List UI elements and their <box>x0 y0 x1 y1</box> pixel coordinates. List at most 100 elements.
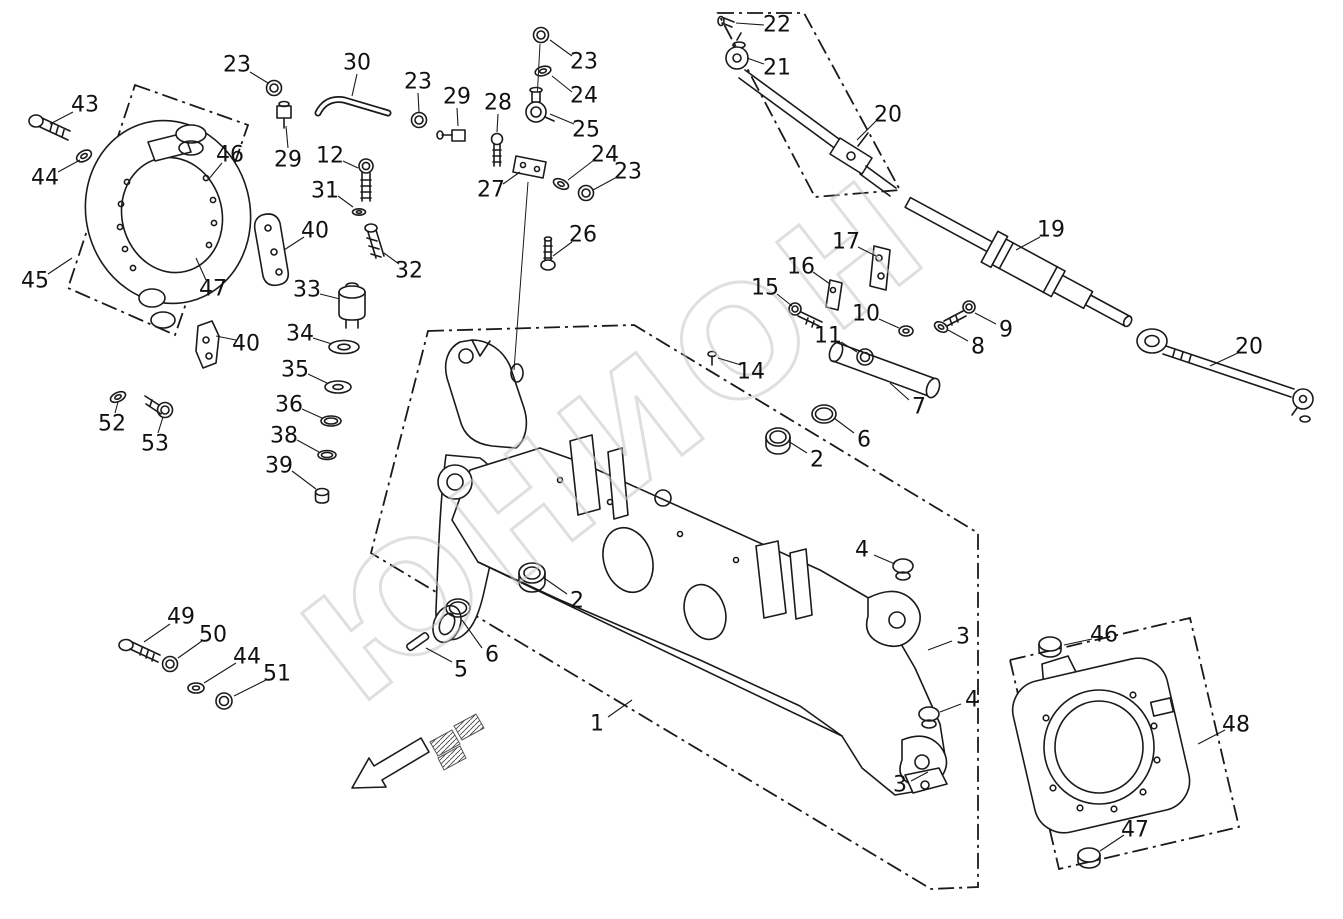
bolt-holes <box>1042 691 1161 813</box>
part-number: 6 <box>485 643 499 668</box>
washer-34 <box>328 339 360 355</box>
ring-6-left <box>445 598 471 618</box>
part-label-46-59: 46 <box>1063 623 1118 648</box>
part-label-52-29: 52 <box>98 401 126 437</box>
part-label-38-27: 38 <box>270 424 320 453</box>
leader-line <box>461 619 483 649</box>
part-label-36-26: 36 <box>275 393 323 419</box>
part-number: 40 <box>232 332 260 357</box>
part-label-24-9: 24 <box>551 75 598 109</box>
part-label-10-38: 10 <box>852 302 900 329</box>
part-number: 36 <box>275 393 303 418</box>
assembly-axis-line-25 <box>536 43 541 101</box>
bushing-2-left <box>518 562 546 593</box>
part-label-46-15: 46 <box>207 143 244 181</box>
cap-4-upper <box>892 558 914 574</box>
leader-line <box>873 554 896 565</box>
part-number: 2 <box>570 589 584 614</box>
part-number: 51 <box>263 662 291 687</box>
part-number: 27 <box>477 178 505 203</box>
leader-line <box>351 73 358 97</box>
part-number: 47 <box>1121 818 1149 843</box>
part-number: 12 <box>316 144 344 169</box>
leader-line <box>592 176 618 191</box>
part-label-43-0: 43 <box>49 93 99 125</box>
part-number: 15 <box>751 276 779 301</box>
part-number: 25 <box>572 118 600 143</box>
leader-line <box>425 647 453 663</box>
nut-23-a <box>265 79 283 97</box>
washer-35 <box>324 380 352 394</box>
washer-44-upper <box>75 149 93 163</box>
leader-line <box>939 703 962 713</box>
part-number: 23 <box>404 70 432 95</box>
leader-line <box>1209 352 1239 367</box>
leader-line <box>301 408 323 419</box>
part-number: 44 <box>233 645 261 670</box>
part-number: 22 <box>763 13 791 38</box>
o-ring-6-right <box>811 404 837 424</box>
part-number: 4 <box>965 688 979 713</box>
leader-line <box>342 160 359 169</box>
washer-31 <box>351 208 367 217</box>
nut-23-d <box>577 184 595 202</box>
part-number: 2 <box>810 448 824 473</box>
part-number: 29 <box>274 148 302 173</box>
bracket-17 <box>869 245 891 291</box>
part-label-25-10: 25 <box>549 113 600 143</box>
leader-line <box>177 640 203 659</box>
assembly-axis-line-27 <box>513 181 529 371</box>
part-label-2-47: 2 <box>543 577 584 614</box>
cap-46-top <box>1038 636 1062 652</box>
leader-line <box>552 241 573 257</box>
part-label-1-50: 1 <box>590 699 633 737</box>
part-label-53-30: 53 <box>141 416 169 457</box>
leader-line <box>947 329 969 342</box>
part-label-26-14: 26 <box>552 223 597 257</box>
part-number: 52 <box>98 412 126 437</box>
part-label-23-8: 23 <box>549 39 598 75</box>
steering-cylinder-19 <box>904 196 1133 328</box>
right-knuckle-box <box>1008 616 1241 871</box>
part-label-11-39: 11 <box>814 324 858 353</box>
part-number: 39 <box>265 454 293 479</box>
leader-line <box>974 312 997 325</box>
bolt-9 <box>943 300 976 327</box>
part-label-19-34: 19 <box>1015 218 1065 251</box>
leader-line <box>337 195 354 208</box>
part-label-28-7: 28 <box>484 91 512 133</box>
part-label-30-3: 30 <box>343 51 371 97</box>
leader-line <box>291 470 317 490</box>
plug-39 <box>314 487 330 504</box>
part-label-14-45: 14 <box>717 357 765 385</box>
nut-23-c <box>532 26 550 44</box>
leader-line <box>1063 638 1093 646</box>
part-number: 5 <box>454 658 468 683</box>
part-label-7-42: 7 <box>889 382 926 420</box>
part-number: 28 <box>484 91 512 116</box>
steering-stop-bracket-upper <box>253 213 290 287</box>
part-label-20-33: 20 <box>856 103 902 141</box>
bracket-27 <box>512 155 547 179</box>
nut-51 <box>215 692 233 710</box>
leader-line <box>296 439 320 453</box>
bolt-12 <box>358 158 374 202</box>
leader-line <box>1197 729 1226 745</box>
part-number: 48 <box>1222 713 1250 738</box>
leader-line <box>927 640 953 651</box>
leader-line <box>114 401 119 414</box>
leader-line <box>283 236 305 251</box>
tie-rod-assembly-right <box>1136 328 1314 423</box>
leader-line <box>47 257 73 275</box>
part-number: 20 <box>874 103 902 128</box>
direction-arrow <box>351 713 485 789</box>
beam-lug-3 <box>755 540 787 619</box>
part-label-4-53: 4 <box>939 688 979 713</box>
washer-24-a <box>534 65 552 77</box>
valve-25 <box>525 86 555 123</box>
part-label-23-2: 23 <box>223 53 269 84</box>
pin-5 <box>406 632 430 652</box>
part-number: 44 <box>31 166 59 191</box>
